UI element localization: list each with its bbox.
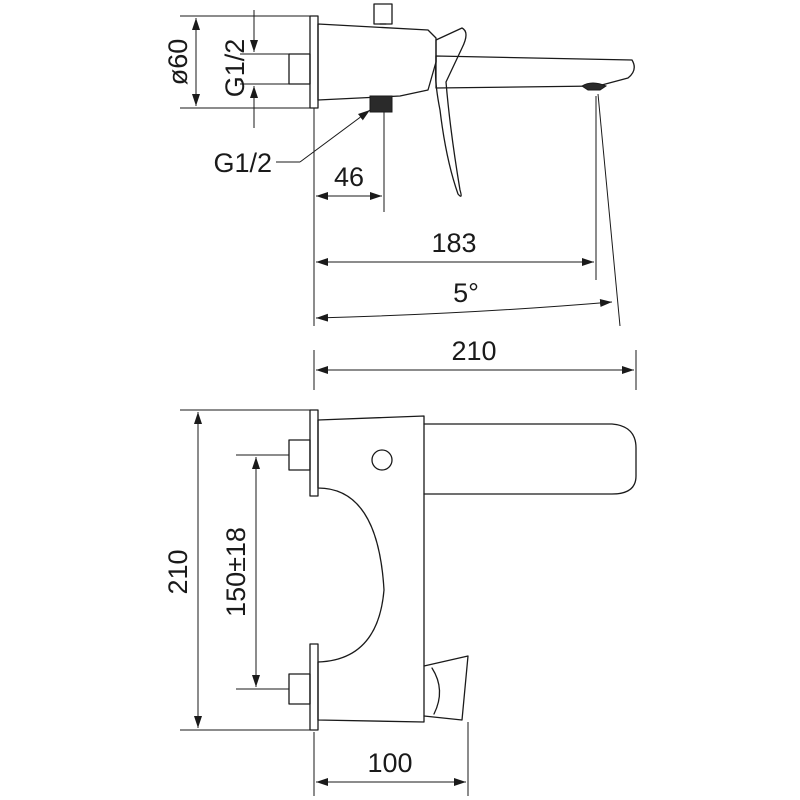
aerator	[581, 82, 608, 91]
diverter-knob	[373, 3, 393, 25]
depth-dimension: 210	[313, 336, 637, 390]
label-183: 183	[431, 228, 476, 258]
lever-front	[423, 655, 469, 721]
angle-line	[597, 93, 621, 327]
label-centres: 150±18	[221, 527, 251, 617]
label-width: 100	[367, 748, 412, 778]
leader-diagonal	[299, 109, 371, 163]
label-thread-outlet: G1/2	[213, 148, 272, 178]
label-thread-inlet: G1/2	[220, 39, 250, 98]
mixer-body	[317, 415, 425, 723]
shower-outlet	[369, 95, 393, 113]
spout-front	[423, 423, 637, 495]
lower-wall-flange	[309, 643, 319, 731]
lower-connector	[288, 673, 311, 705]
upper-wall-flange	[309, 409, 319, 497]
lever-handle	[434, 27, 467, 197]
front-view: 210 150±18 100	[163, 409, 637, 796]
lever-detail	[431, 667, 441, 715]
valve-body	[317, 23, 437, 101]
diverter-knob-front	[371, 449, 393, 471]
label-diameter: ø60	[163, 39, 193, 86]
spout	[435, 55, 635, 89]
label-46: 46	[334, 162, 364, 192]
label-210-height: 210	[163, 549, 193, 594]
upper-connector	[288, 439, 311, 471]
inlet-connector	[288, 53, 311, 85]
label-210-depth: 210	[451, 336, 496, 366]
label-angle: 5°	[453, 278, 479, 308]
dim-arc-angle	[315, 299, 613, 322]
top-view: ø60 G1/2 G1/2 46 183 5°	[163, 3, 635, 327]
wall-flange	[309, 15, 319, 109]
